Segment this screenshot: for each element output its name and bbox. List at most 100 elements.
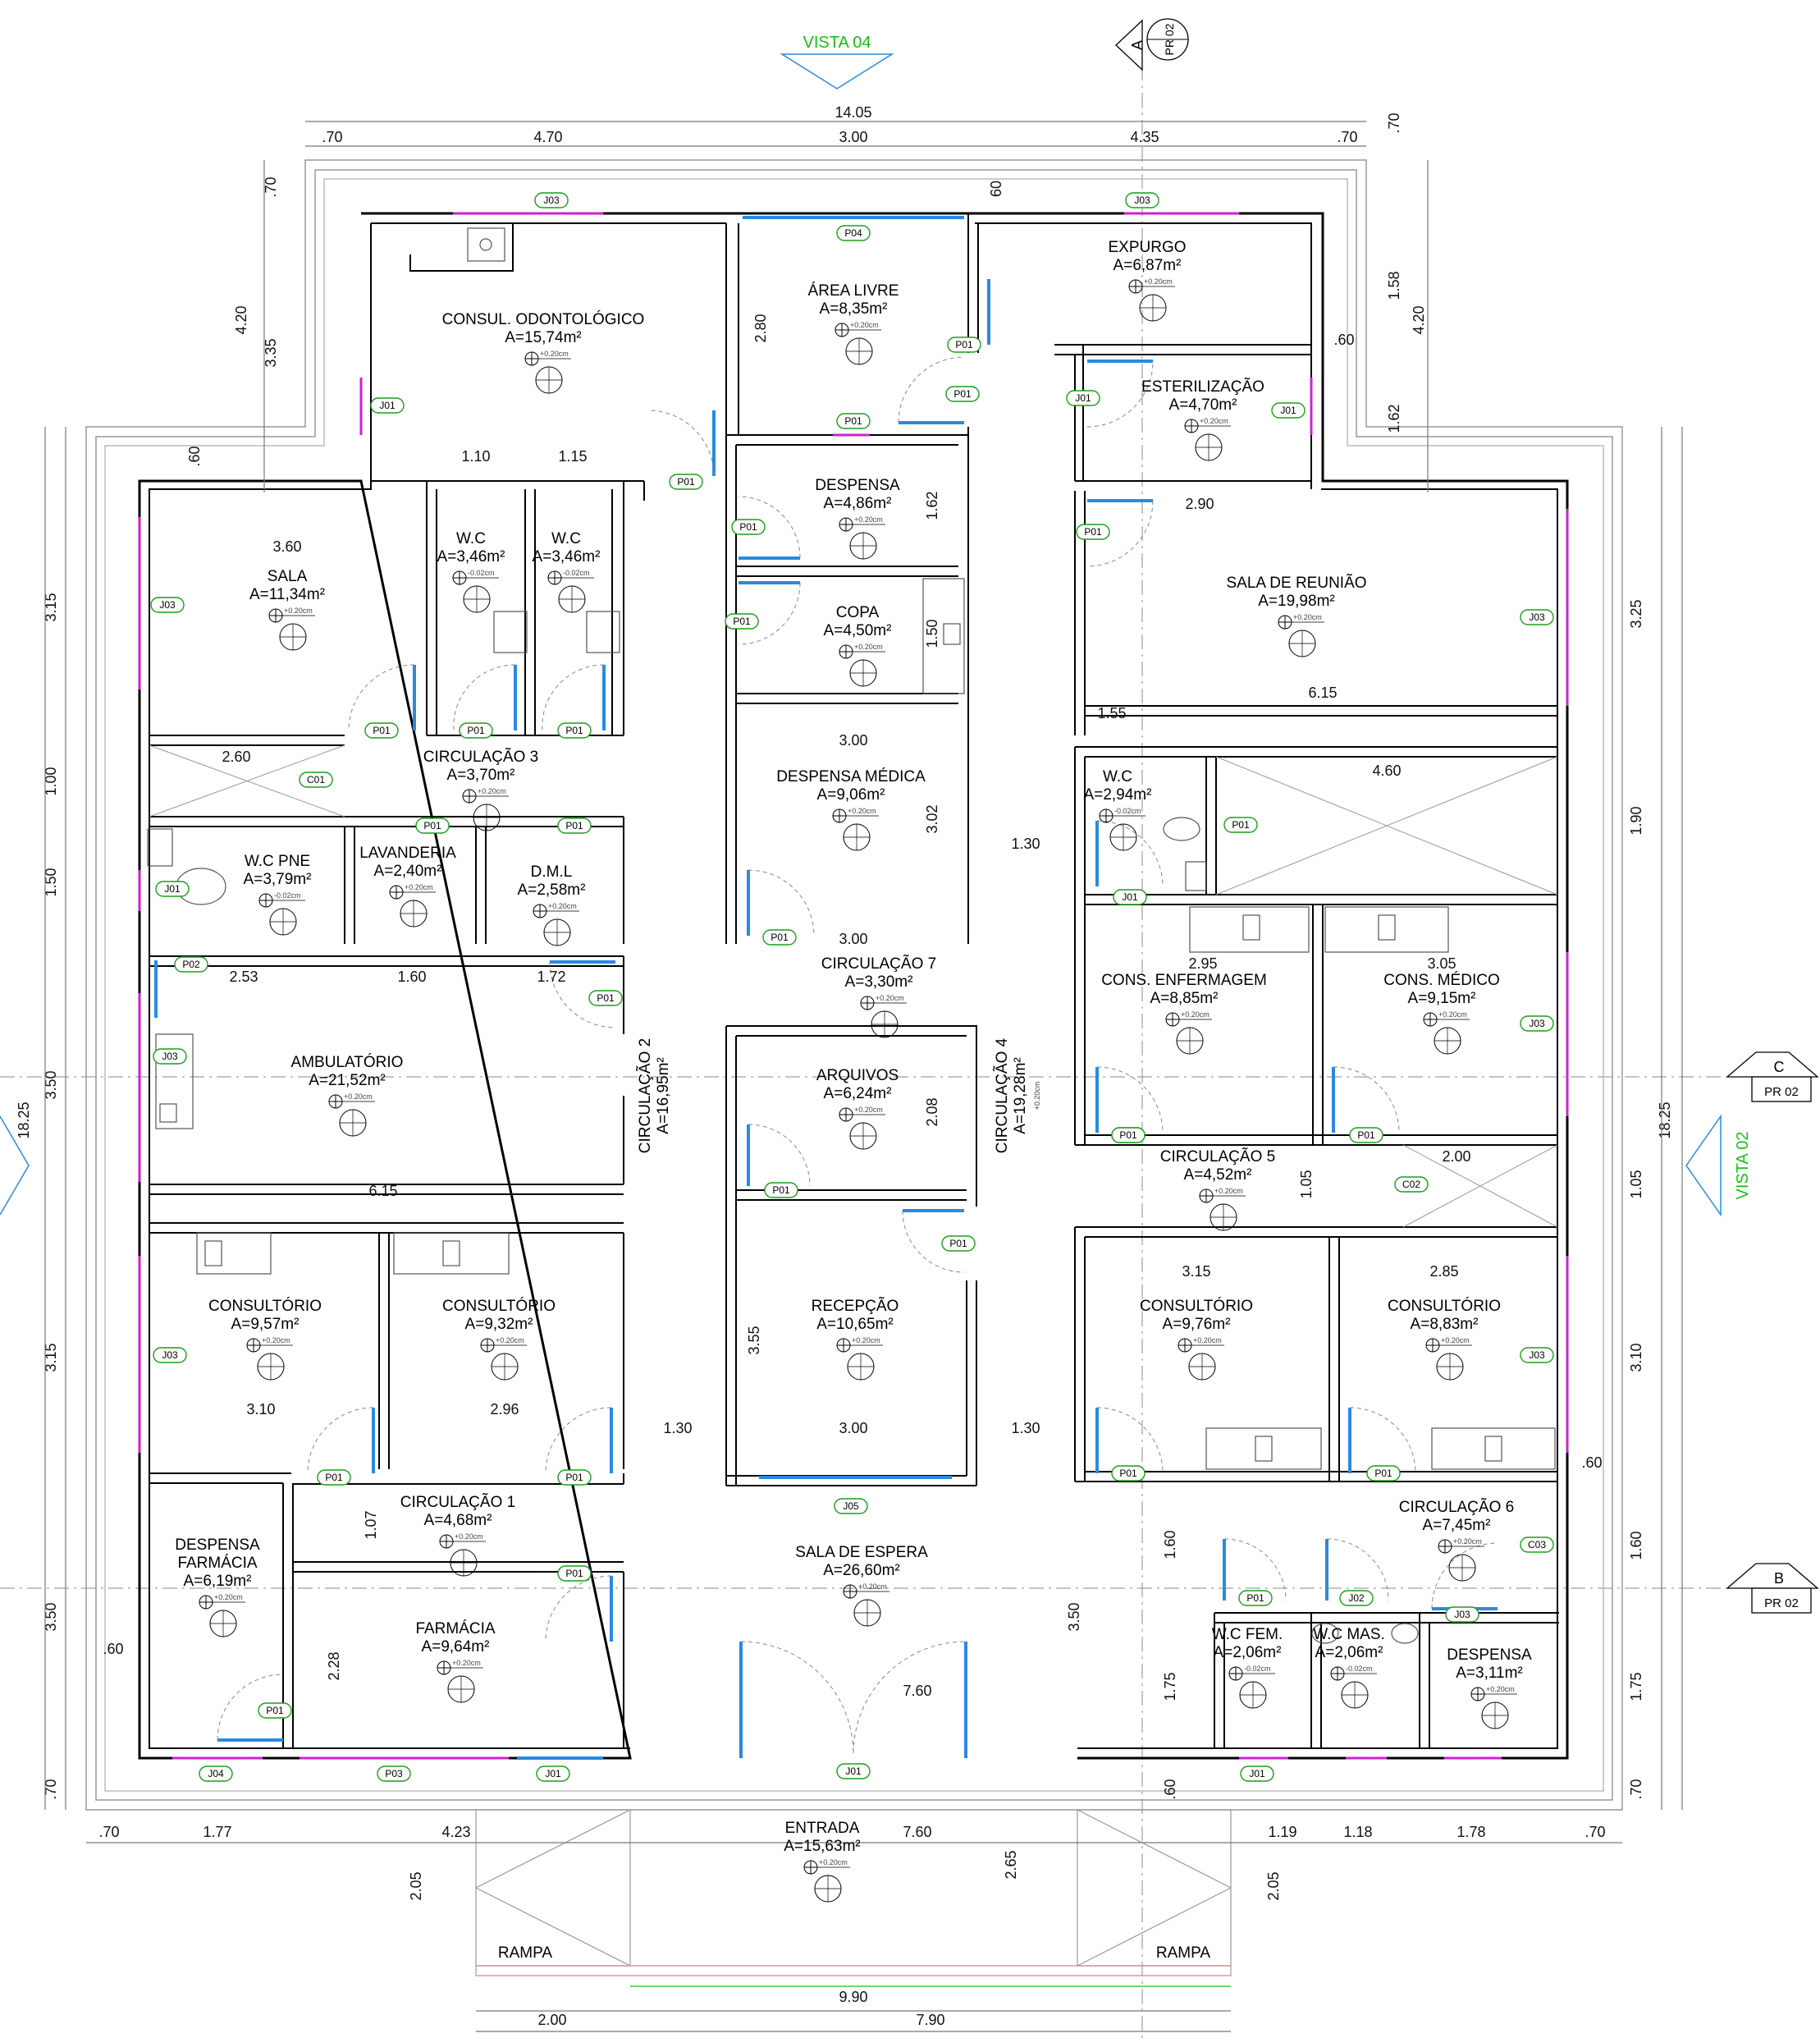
tag-p01: P01: [557, 1469, 592, 1486]
dimension-value: 3.15: [43, 1343, 59, 1372]
tag-j01: J01: [536, 1766, 570, 1782]
dimension-value: 3.10: [1628, 1343, 1644, 1372]
room-area: A=7,45m²: [1423, 1517, 1491, 1534]
dimension-value: 1.55: [1097, 705, 1126, 721]
tag-code: P01: [955, 339, 973, 350]
tag-p01: P01: [1076, 524, 1110, 540]
room-name: LAVANDERIA: [359, 845, 456, 862]
dimension: 1.75: [1162, 1672, 1178, 1701]
room-wcfem: W.C FEM.A=2,06m²-0.02cm: [1212, 1626, 1283, 1709]
dimension: 1.60: [1628, 1531, 1644, 1559]
tag-p01: P01: [669, 474, 703, 490]
svg-text:PR 02: PR 02: [1163, 23, 1176, 55]
tag-code: P02: [182, 959, 200, 970]
dimension-value: .70: [322, 129, 342, 145]
svg-text:B: B: [1774, 1570, 1784, 1587]
doors: [154, 279, 1498, 1758]
tag-code: P03: [385, 1768, 403, 1779]
dimension-value: 3.00: [839, 732, 867, 749]
dimension: 2.80: [752, 314, 769, 342]
tag-code: J03: [543, 195, 560, 206]
dimension-value: .70: [43, 1779, 59, 1799]
dimension-value: .70: [1584, 1824, 1605, 1840]
dimension: .70: [1584, 1824, 1605, 1840]
tag-code: P01: [733, 616, 751, 627]
room-dml: D.M.LA=2,58m²+0.20cm: [518, 863, 585, 946]
dimension: .60: [186, 446, 203, 466]
tag-p01: P01: [557, 1565, 592, 1582]
room-area: A=4,52m²: [1184, 1166, 1252, 1184]
dimension: 1.62: [1386, 404, 1402, 433]
tag-p01: P01: [947, 337, 981, 353]
rampa-right-label: RAMPA: [1156, 1944, 1210, 1962]
dimension: 2.65: [1003, 1850, 1019, 1879]
room-name: CONS. ENFERMAGEM: [1101, 972, 1267, 989]
dimension-value: 2.28: [326, 1651, 342, 1680]
room-area: A=4,50m²: [824, 622, 892, 639]
room-level: +0.20cm: [1438, 1010, 1467, 1019]
dimension: 3.00: [839, 1420, 867, 1436]
dimension: 2.00: [537, 2012, 566, 2028]
room-name: ARQUIVOS: [816, 1067, 899, 1084]
dimension-value: 1.00: [43, 767, 59, 795]
tag-code: P01: [1119, 1468, 1137, 1479]
room-level: -0.02cm: [468, 569, 495, 577]
room-level: +0.20cm: [405, 883, 433, 891]
dimension: 3.00: [839, 931, 867, 947]
room-level: +0.20cm: [478, 787, 506, 795]
tag-code: P01: [597, 992, 615, 1004]
dimension: 4.20: [1411, 305, 1427, 334]
void-areas: [149, 744, 1558, 1228]
dimension-value: 2.80: [752, 314, 769, 342]
dimension-value: 3.60: [272, 538, 301, 555]
dimension-value: 1.75: [1628, 1672, 1644, 1701]
tag-p01: P01: [725, 613, 759, 630]
dimension: .60: [1333, 332, 1354, 348]
dimension-value: 7.60: [903, 1683, 931, 1699]
dimension: 18.25: [16, 1101, 32, 1138]
dimension: 1.10: [461, 448, 490, 465]
room-name: CONSULTÓRIO: [1388, 1297, 1501, 1315]
tag-p01: P01: [836, 413, 871, 429]
room-area: A=8,83m²: [1411, 1316, 1479, 1333]
dimension-value: 2.60: [222, 749, 250, 765]
tag-c02: C02: [1394, 1176, 1429, 1193]
room-area: A=3,79m²: [244, 871, 312, 888]
dimension: 1.07: [363, 1510, 379, 1539]
tag-j05: J05: [834, 1498, 868, 1514]
dimension-value: 4.23: [441, 1824, 470, 1840]
tag-code: P01: [467, 725, 485, 736]
tag-code: P01: [844, 415, 862, 427]
windows: [138, 212, 1569, 1760]
room-area: A=6,19m²: [184, 1573, 252, 1590]
dimension-value: 3.25: [1628, 599, 1644, 628]
dimension-value: 3.02: [924, 804, 940, 833]
dimension: 2.53: [229, 969, 258, 985]
tag-c01: C01: [299, 772, 333, 788]
svg-text:VISTA 02: VISTA 02: [1734, 1131, 1752, 1199]
room-area: A=9,57m²: [231, 1316, 300, 1333]
dimension: 3.10: [246, 1401, 275, 1417]
tag-p01: P01: [945, 386, 980, 402]
room-name: SALA DE REUNIÃO: [1226, 574, 1366, 592]
tag-code: P01: [325, 1472, 343, 1483]
room-level: +0.20cm: [854, 643, 883, 651]
tag-p01: P01: [317, 1469, 351, 1486]
dimension: 1.15: [558, 448, 587, 465]
dimension: 4.23: [441, 1824, 470, 1840]
tag-p01: P01: [762, 929, 797, 946]
tag-code: J01: [545, 1768, 561, 1779]
svg-text:VISTA 04: VISTA 04: [803, 34, 871, 52]
dimension-value: 4.20: [233, 305, 249, 334]
room-level: +0.20cm: [214, 1593, 243, 1601]
dimension: 2.08: [924, 1097, 940, 1126]
room-area: A=9,64m²: [422, 1638, 490, 1656]
dimension: 1.30: [1011, 1420, 1040, 1436]
dimension: 2.95: [1188, 955, 1217, 972]
tag-code: J01: [164, 883, 181, 895]
